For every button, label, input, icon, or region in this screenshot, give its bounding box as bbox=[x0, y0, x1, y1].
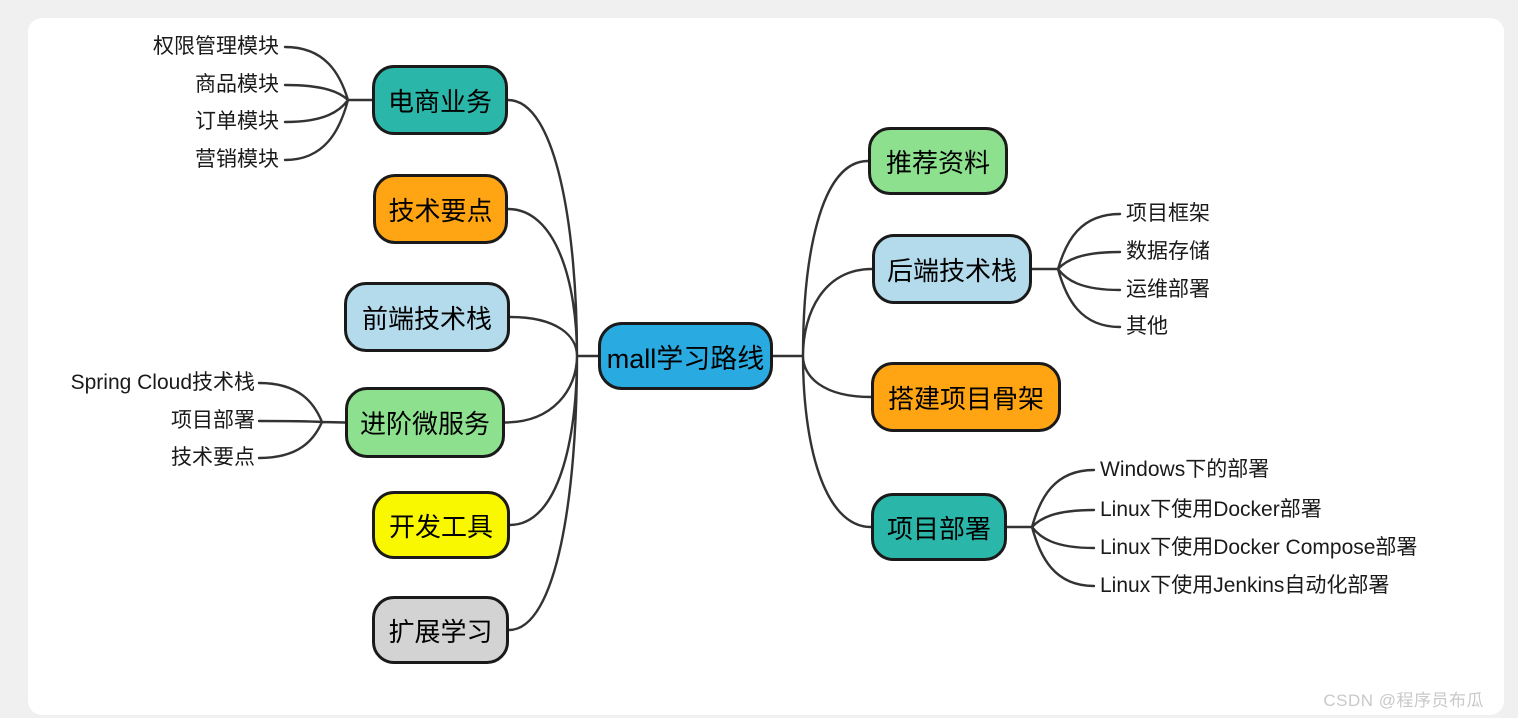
root-node: mall学习路线 bbox=[598, 322, 773, 390]
branch-extended-learning: 扩展学习 bbox=[372, 596, 509, 664]
leaf-project-framework: 项目框架 bbox=[1126, 202, 1210, 225]
leaf-windows-deployment: Windows下的部署 bbox=[1100, 458, 1270, 481]
leaf-product-module: 商品模块 bbox=[195, 73, 279, 96]
leaf-spring-cloud-stack: Spring Cloud技术栈 bbox=[70, 371, 255, 394]
branch-dev-tools: 开发工具 bbox=[372, 491, 510, 559]
branch-project-deployment: 项目部署 bbox=[871, 493, 1007, 561]
branch-frontend-stack: 前端技术栈 bbox=[344, 282, 510, 352]
leaf-order-module: 订单模块 bbox=[195, 110, 279, 133]
leaf-data-storage: 数据存储 bbox=[1126, 240, 1210, 263]
leaf-ops-deployment: 运维部署 bbox=[1126, 278, 1210, 301]
leaf-marketing-module: 营销模块 bbox=[195, 148, 279, 171]
edge-lines bbox=[257, 45, 1122, 632]
branch-recommended-materials: 推荐资料 bbox=[868, 127, 1008, 195]
leaf-linux-docker-deployment: Linux下使用Docker部署 bbox=[1100, 498, 1322, 521]
leaf-others: 其他 bbox=[1126, 315, 1168, 338]
leaf-permission-module: 权限管理模块 bbox=[153, 35, 279, 58]
leaf-project-deploy-left: 项目部署 bbox=[171, 409, 255, 432]
leaf-linux-jenkins-deployment: Linux下使用Jenkins自动化部署 bbox=[1100, 574, 1390, 597]
branch-advanced-microservice: 进阶微服务 bbox=[345, 387, 505, 458]
leaf-linux-docker-compose-deployment: Linux下使用Docker Compose部署 bbox=[1100, 536, 1418, 559]
branch-ecommerce-business: 电商业务 bbox=[372, 65, 508, 135]
watermark: CSDN @程序员布瓜 bbox=[1323, 691, 1484, 710]
leaf-tech-points-left: 技术要点 bbox=[171, 446, 255, 469]
branch-project-skeleton: 搭建项目骨架 bbox=[871, 362, 1061, 432]
branch-backend-stack: 后端技术栈 bbox=[872, 234, 1032, 304]
branch-tech-points: 技术要点 bbox=[373, 174, 508, 244]
